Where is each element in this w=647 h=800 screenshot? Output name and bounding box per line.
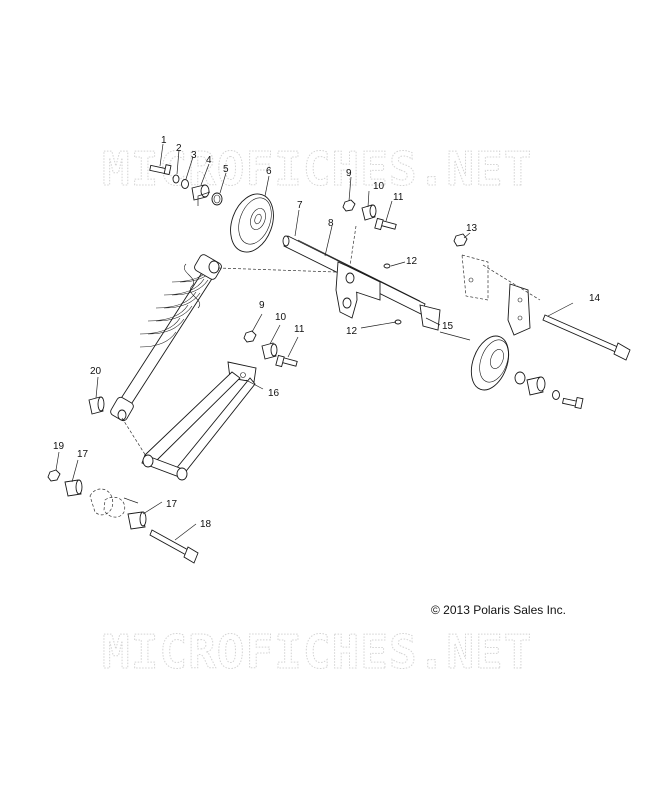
callout-16: 16 xyxy=(268,388,280,399)
callout-5: 5 xyxy=(223,164,229,175)
callout-8: 8 xyxy=(328,218,334,229)
callout-18: 18 xyxy=(200,519,212,530)
callout-17-left: 17 xyxy=(77,449,89,460)
part-idler-wheel-6 xyxy=(230,193,274,253)
part-bushing-4 xyxy=(191,184,210,201)
part-oring-lower xyxy=(514,371,526,385)
watermark-top: MICROFICHES.NET xyxy=(102,142,532,196)
callout-6: 6 xyxy=(266,166,272,177)
part-nut-19 xyxy=(47,469,61,482)
callout-15: 15 xyxy=(442,321,454,332)
watermark-bottom: MICROFICHES.NET xyxy=(102,625,532,679)
part-a-arm-16 xyxy=(141,361,257,481)
part-pivot-bracket xyxy=(335,261,441,331)
callout-10-top: 10 xyxy=(373,181,385,192)
callout-1: 1 xyxy=(161,135,167,146)
part-bolt-1 xyxy=(149,164,172,176)
callout-14: 14 xyxy=(589,293,601,304)
part-long-bolt-14 xyxy=(542,314,631,361)
part-washer-lower xyxy=(552,390,560,400)
callout-4: 4 xyxy=(206,155,212,166)
part-bolt-lower xyxy=(562,396,584,410)
callout-11-lower: 11 xyxy=(294,324,305,335)
part-bolt-18 xyxy=(149,529,199,564)
part-washer-3 xyxy=(181,179,189,189)
part-bushing-10-top xyxy=(361,204,377,221)
callout-20: 20 xyxy=(90,366,102,377)
part-bolt-11-top xyxy=(374,217,397,231)
callout-9-lower: 9 xyxy=(259,300,265,311)
callout-11-top: 11 xyxy=(393,192,404,203)
callout-7: 7 xyxy=(297,200,303,211)
callout-10-lower: 10 xyxy=(275,312,287,323)
part-mount-plate xyxy=(461,254,531,336)
part-nut-9-lower xyxy=(243,330,257,343)
part-bushing-20 xyxy=(88,396,105,415)
part-bushing-10-lower xyxy=(261,342,278,360)
leader-lines xyxy=(55,143,574,541)
assembly-line-right xyxy=(482,264,541,301)
part-bracket-dashed xyxy=(89,488,126,518)
callout-17-right: 17 xyxy=(166,499,178,510)
part-washer-2 xyxy=(172,174,180,184)
part-nut-13 xyxy=(453,233,468,247)
assembly-line-upper xyxy=(217,267,337,273)
callout-9-top: 9 xyxy=(346,168,352,179)
part-bushing-lower xyxy=(526,376,546,396)
assembly-line-vertical xyxy=(349,225,357,267)
part-idler-wheel-15 xyxy=(470,335,510,391)
callout-12-upper: 12 xyxy=(406,256,418,267)
copyright-notice: © 2013 Polaris Sales Inc. xyxy=(431,603,566,617)
part-bolt-11-lower xyxy=(275,354,298,368)
callout-12-lower: 12 xyxy=(346,326,358,337)
part-nut-9-top xyxy=(342,199,356,212)
part-bushing-17-left xyxy=(64,479,83,497)
callout-19: 19 xyxy=(53,441,65,452)
assembly-line-lower xyxy=(121,417,147,457)
part-grease-fitting-12-upper xyxy=(383,263,391,269)
callout-13: 13 xyxy=(466,223,478,234)
part-oring-5 xyxy=(211,192,223,206)
part-shock-absorber xyxy=(110,254,222,422)
callout-2: 2 xyxy=(176,143,182,154)
part-bushing-17-right xyxy=(127,511,147,530)
callout-3: 3 xyxy=(191,150,197,161)
